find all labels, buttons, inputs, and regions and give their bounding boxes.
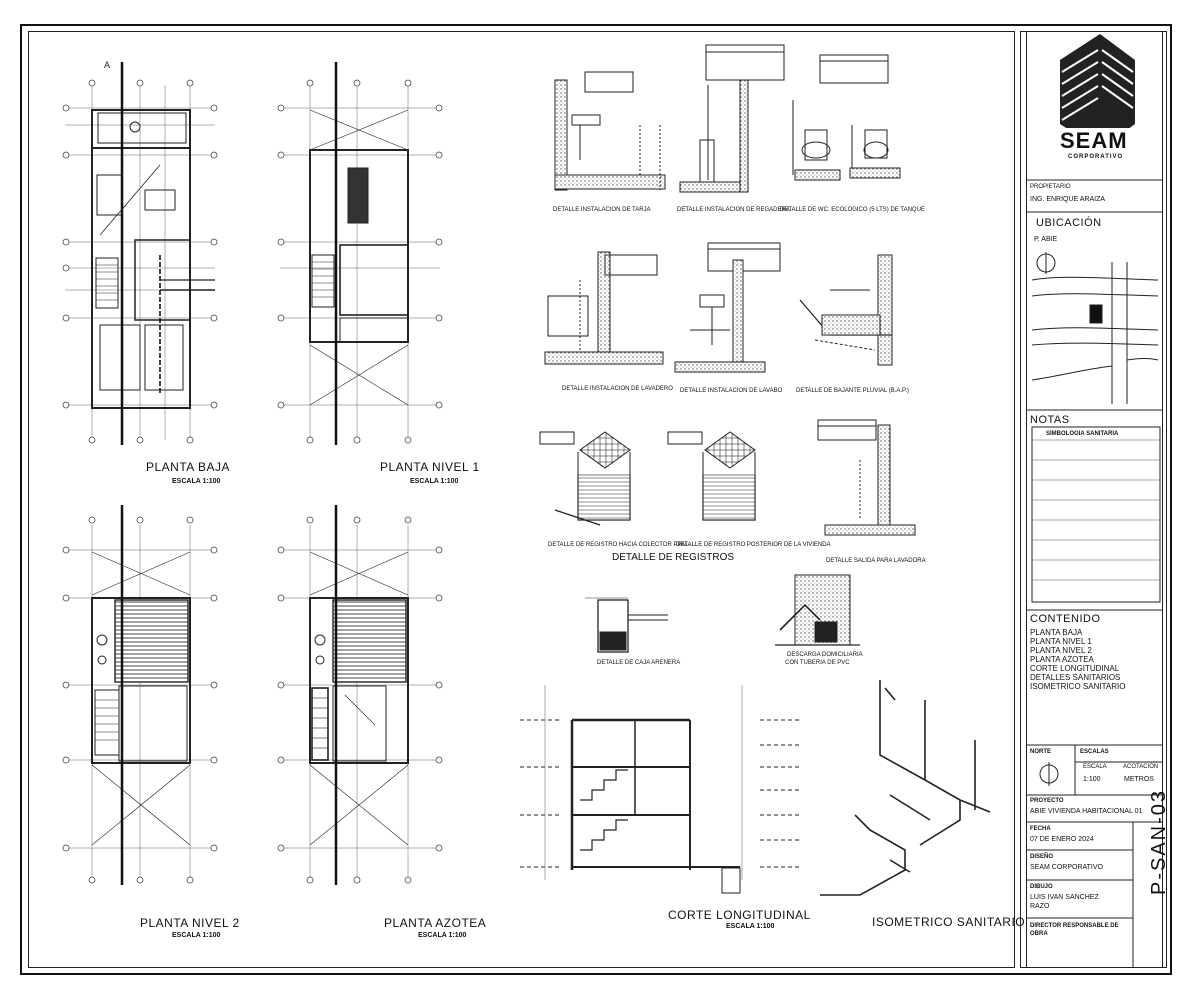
ubicacion-title: UBICACIÓN	[1036, 217, 1102, 229]
section-corte-longitudinal	[520, 685, 800, 894]
label-detalle-registros: DETALLE DE REGISTROS	[612, 552, 735, 563]
escala-value: 1:100	[1083, 776, 1101, 783]
notas-title: NOTAS	[1030, 414, 1070, 426]
detail-regadera	[659, 44, 785, 193]
label-descarga: DESCARGA DOMICILIARIA	[787, 652, 863, 658]
contenido-item: PLANTA NIVEL 2	[1030, 646, 1092, 655]
simbologia-title: SIMBOLOGIA SANITARIA	[1046, 431, 1119, 437]
logo-subtext: CORPORATIVO	[1068, 154, 1124, 160]
dibujo-value-1: LUIS IVAN SANCHEZ	[1030, 894, 1099, 901]
detail-wc	[792, 54, 901, 181]
axis-mark: A	[104, 60, 110, 70]
proyecto-label: PROYECTO	[1030, 798, 1064, 804]
detail-salida-lavadora	[817, 419, 916, 536]
title-block-frame	[1020, 31, 1167, 968]
isometric-sanitario	[820, 680, 991, 896]
detail-registro-colector	[539, 431, 631, 526]
contenido-item: DETALLES SANITARIOS	[1030, 673, 1121, 682]
label-descarga-2: CON TUBERIA DE PVC	[785, 660, 850, 666]
label-detalle-lavadero: DETALLE INSTALACION DE LAVADERO	[562, 386, 673, 392]
label-detalle-wc: DETALLE DE WC. ECOLOGICO (5 LTS) DE TANQ…	[780, 207, 925, 213]
contenido-item: PLANTA BAJA	[1030, 628, 1083, 637]
dibujo-label: DIBUJO	[1030, 884, 1053, 890]
director-label: DIRECTOR RESPONSABLE DE OBRA	[1030, 923, 1119, 937]
propietario-value: ING. ENRIQUE ARAIZA	[1030, 196, 1106, 203]
label-detalle-tarja: DETALLE INSTALACION DE TARJA	[553, 207, 651, 213]
plan-title-planta-azotea: PLANTA AZOTEA	[384, 916, 487, 930]
detail-caja-arenera	[585, 597, 668, 653]
section-scale: ESCALA 1:100	[726, 923, 775, 930]
fecha-value: 07 DE ENERO 2024	[1030, 836, 1094, 843]
plan-planta-azotea	[277, 505, 443, 885]
label-salida-lavadora: DETALLE SALIDA PARA LAVADORA	[826, 558, 926, 564]
isometric-title: ISOMETRICO SANITARIO	[872, 915, 1026, 929]
title-block-inner-frame	[1026, 31, 1163, 968]
contenido-title: CONTENIDO	[1030, 613, 1101, 625]
seam-logo-graphic	[1060, 34, 1135, 150]
contenido-item: PLANTA AZOTEA	[1030, 655, 1094, 664]
label-caja-arenera: DETALLE DE CAJA ARENERA	[597, 660, 681, 666]
detail-registro-posterior	[667, 431, 756, 521]
plan-planta-nivel-1	[277, 62, 443, 445]
diseno-value: SEAM CORPORATIVO	[1030, 864, 1103, 871]
section-title: CORTE LONGITUDINAL	[668, 908, 811, 922]
acotacion-label: ACOTACIÓN	[1123, 764, 1159, 770]
fecha-label: FECHA	[1030, 826, 1051, 832]
plan-scale-planta-baja: ESCALA 1:100	[172, 478, 221, 485]
sheet-code: P-SAN-03	[1148, 788, 1170, 895]
title-block-dividers	[1026, 179, 1163, 968]
plan-scale-planta-nivel-2: ESCALA 1:100	[172, 932, 221, 939]
label-detalle-lavabo: DETALLE INSTALACION DE LAVABO	[680, 388, 783, 394]
plan-title-planta-baja: PLANTA BAJA	[146, 460, 230, 474]
label-registro-posterior: DETALLE DE REGISTRO POSTERIOR DE LA VIVI…	[676, 542, 831, 548]
escalas-label: ESCALAS	[1080, 749, 1109, 755]
detail-lavabo	[674, 242, 781, 373]
proyecto-value: ABIE VIVIENDA HABITACIONAL 01	[1030, 808, 1143, 815]
escala-label: ESCALA	[1083, 764, 1107, 770]
logo-text: SEAM	[1058, 128, 1130, 154]
acotacion-value: METROS	[1124, 776, 1154, 783]
drawing-area-frame	[28, 31, 1015, 968]
contenido-item: PLANTA NIVEL 1	[1030, 637, 1092, 646]
plan-scale-planta-azotea: ESCALA 1:100	[418, 932, 467, 939]
norte-label: NORTE	[1030, 749, 1051, 755]
label-registro-colector: DETALLE DE REGISTRO HACIA COLECTOR PPAL.	[548, 542, 691, 548]
detail-tarja	[554, 71, 666, 191]
simbologia-rows	[1032, 439, 1160, 581]
plan-scale-planta-nivel-1: ESCALA 1:100	[410, 478, 459, 485]
simbologia-table-frame	[1031, 426, 1161, 603]
plan-planta-baja	[62, 62, 218, 445]
detail-lavadero	[544, 251, 664, 365]
location-map	[1031, 262, 1159, 404]
label-detalle-regadera: DETALLE INSTALACION DE REGADERA	[677, 207, 790, 213]
drawing-sheet-border	[20, 24, 1172, 975]
plan-title-planta-nivel-1: PLANTA NIVEL 1	[380, 460, 480, 474]
detail-descarga	[775, 574, 860, 646]
plan-planta-nivel-2	[62, 505, 218, 885]
propietario-label: PROPIETARIO	[1030, 184, 1071, 190]
contenido-item: CORTE LONGITUDINAL	[1030, 664, 1120, 673]
ubicacion-place: P. ABIE	[1034, 236, 1058, 243]
detail-bajante	[799, 254, 893, 366]
plan-title-planta-nivel-2: PLANTA NIVEL 2	[140, 916, 240, 930]
label-detalle-bajante: DETALLE DE BAJANTE PLUVIAL (B.A.P.)	[796, 388, 909, 394]
contenido-item: ISOMETRICO SANITARIO	[1030, 682, 1126, 691]
diseno-label: DISEÑO	[1030, 854, 1054, 860]
dibujo-value-2: RAZO	[1030, 903, 1050, 910]
